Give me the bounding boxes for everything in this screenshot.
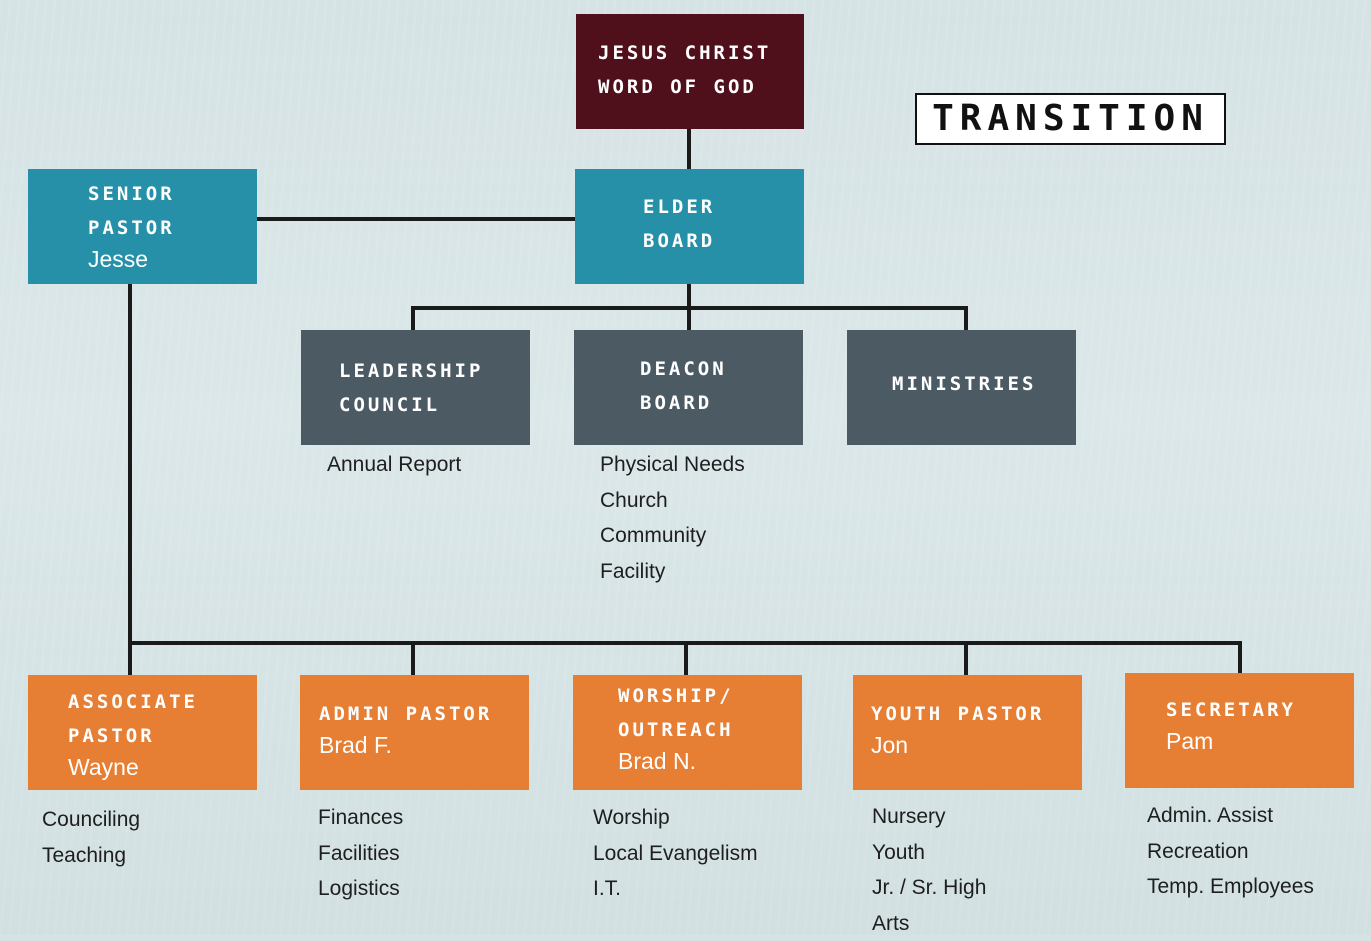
list-item: Recreation — [1147, 834, 1314, 870]
deacon-board-line1: DEACON — [640, 352, 803, 386]
worship-outreach-box: WORSHIP/ OUTREACH Brad N. — [573, 675, 802, 790]
admin-pastor-box: ADMIN PASTOR Brad F. — [300, 675, 529, 790]
elder-board-line2: BOARD — [643, 224, 804, 258]
deacon-board-line2: BOARD — [640, 386, 803, 420]
associate-pastor-name: Wayne — [68, 753, 257, 781]
list-item: Finances — [318, 800, 403, 836]
associate-pastor-box: ASSOCIATE PASTOR Wayne — [28, 675, 257, 790]
youth-pastor-line1: YOUTH PASTOR — [871, 697, 1082, 731]
top-line1: JESUS CHRIST — [598, 36, 804, 70]
list-item: Local Evangelism — [593, 836, 758, 872]
list-item: Worship — [593, 800, 758, 836]
senior-pastor-line1: SENIOR — [88, 177, 257, 211]
list-item: Youth — [872, 835, 986, 871]
leadership-council-items: Annual Report — [327, 447, 461, 483]
associate-pastor-line1: ASSOCIATE — [68, 685, 257, 719]
list-item: Church — [600, 483, 745, 519]
jesus-christ-box: JESUS CHRIST WORD OF GOD — [576, 14, 804, 129]
worship-outreach-name: Brad N. — [618, 747, 802, 775]
youth-pastor-name: Jon — [871, 731, 1082, 759]
elder-board-line1: ELDER — [643, 190, 804, 224]
deacon-board-items: Physical Needs Church Community Facility — [600, 447, 745, 589]
list-item: Physical Needs — [600, 447, 745, 483]
leadership-council-line1: LEADERSHIP — [339, 354, 530, 388]
list-item: Teaching — [42, 838, 140, 874]
worship-outreach-items: Worship Local Evangelism I.T. — [593, 800, 758, 907]
list-item: Arts — [872, 906, 986, 941]
list-item: Facilities — [318, 836, 403, 872]
list-item: Counciling — [42, 802, 140, 838]
list-item: Logistics — [318, 871, 403, 907]
list-item: Jr. / Sr. High — [872, 870, 986, 906]
ministries-box: MINISTRIES — [847, 330, 1076, 445]
list-item: Community — [600, 518, 745, 554]
list-item: Annual Report — [327, 447, 461, 483]
admin-pastor-name: Brad F. — [319, 731, 529, 759]
worship-outreach-line1: WORSHIP/ — [618, 679, 802, 713]
senior-pastor-line2: PASTOR — [88, 211, 257, 245]
senior-pastor-name: Jesse — [88, 245, 257, 273]
admin-pastor-line1: ADMIN PASTOR — [319, 697, 529, 731]
list-item: I.T. — [593, 871, 758, 907]
elder-board-box: ELDER BOARD — [575, 169, 804, 284]
deacon-board-box: DEACON BOARD — [574, 330, 803, 445]
leadership-council-line2: COUNCIL — [339, 388, 530, 422]
associate-pastor-line2: PASTOR — [68, 719, 257, 753]
top-line2: WORD OF GOD — [598, 70, 804, 104]
worship-outreach-line2: OUTREACH — [618, 713, 802, 747]
list-item: Facility — [600, 554, 745, 590]
secretary-box: SECRETARY Pam — [1125, 673, 1354, 788]
list-item: Admin. Assist — [1147, 798, 1314, 834]
ministries-label: MINISTRIES — [892, 367, 1076, 401]
youth-pastor-box: YOUTH PASTOR Jon — [853, 675, 1082, 790]
list-item: Nursery — [872, 799, 986, 835]
list-item: Temp. Employees — [1147, 869, 1314, 905]
secretary-name: Pam — [1166, 727, 1354, 755]
associate-pastor-items: Counciling Teaching — [42, 802, 140, 873]
secretary-line1: SECRETARY — [1166, 693, 1354, 727]
admin-pastor-items: Finances Facilities Logistics — [318, 800, 403, 907]
leadership-council-box: LEADERSHIP COUNCIL — [301, 330, 530, 445]
secretary-items: Admin. Assist Recreation Temp. Employees — [1147, 798, 1314, 905]
senior-pastor-box: SENIOR PASTOR Jesse — [28, 169, 257, 284]
youth-pastor-items: Nursery Youth Jr. / Sr. High Arts — [872, 799, 986, 941]
transition-label: TRANSITION — [915, 93, 1226, 145]
